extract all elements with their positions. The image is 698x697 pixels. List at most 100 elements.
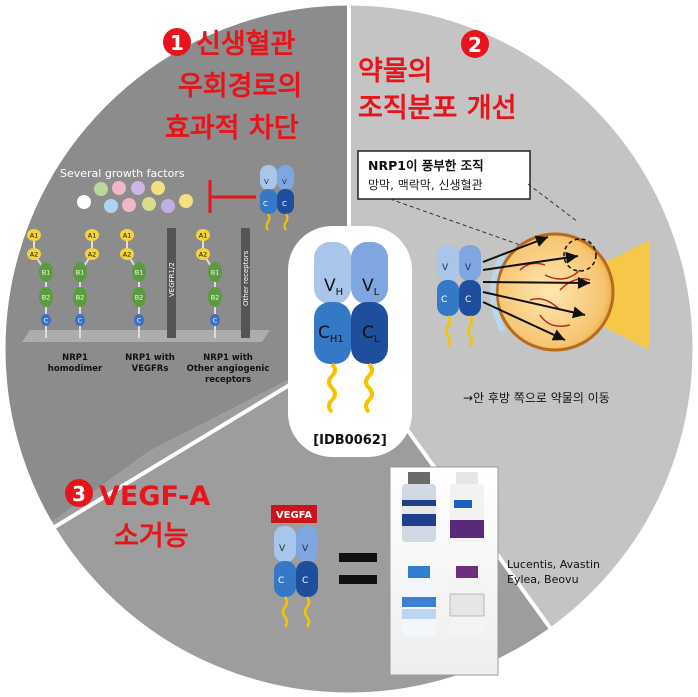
receptor-domain-label: C xyxy=(44,317,49,325)
growth-factor-dot xyxy=(122,198,136,212)
label-vh: V xyxy=(264,178,269,186)
section-1-line-3: 효과적 차단 xyxy=(165,113,299,144)
receptor-domain-label: A2 xyxy=(123,251,132,259)
label-cl: C xyxy=(465,295,471,305)
antibody-section-2: V V C C xyxy=(437,245,481,347)
growth-factor-dot xyxy=(142,197,156,211)
number-1: 1 xyxy=(170,31,184,55)
caption-homodimer-1: NRP1 xyxy=(62,353,88,363)
receptor-domain-b2 xyxy=(39,287,53,307)
label-ch: C xyxy=(441,295,447,305)
antibody-vegfa: VEGFA V V C C xyxy=(271,505,318,628)
number-2: 2 xyxy=(468,33,482,57)
growth-factor-dot xyxy=(112,181,126,195)
section-2-line-2: 조직분포 개선 xyxy=(358,93,516,124)
label-vl: V xyxy=(465,263,472,273)
label-vh-large: VH xyxy=(324,276,343,298)
label-ch-large: CH1 xyxy=(318,323,344,345)
section-2-heading: 약물의 2 조직분포 개선 xyxy=(358,30,516,124)
receptor-domain-label: C xyxy=(137,317,142,325)
receptor-domain-c xyxy=(134,314,144,326)
receptor-domain-label: A1 xyxy=(30,232,39,240)
receptor-domain-b1 xyxy=(132,262,146,282)
drug-names-line-2: Eylea, Beovu xyxy=(507,573,579,586)
caption-other-2: Other angiogenic xyxy=(187,364,270,374)
section-3-heading: 3 VEGF-A 소거능 xyxy=(65,479,210,552)
dashed-pointers xyxy=(389,183,579,253)
receptor-domain-a2 xyxy=(27,248,41,260)
receptor-domain-a1 xyxy=(120,229,134,241)
drug-vial-icon xyxy=(402,472,436,542)
receptor-domain-label: A1 xyxy=(88,232,97,240)
section-3-line-1: VEGF-A xyxy=(99,481,210,512)
receptor-domain-a1 xyxy=(85,229,99,241)
inhibition-symbol xyxy=(208,180,256,213)
number-badge-3 xyxy=(65,479,93,507)
growth-factor-dot xyxy=(131,181,145,195)
caption-vegfr-1: NRP1 with xyxy=(125,353,175,363)
label-cl: C xyxy=(302,576,308,586)
drug-vial-icon xyxy=(402,566,436,636)
receptor-domain-c xyxy=(210,314,220,326)
receptor-domain-label: B2 xyxy=(76,294,85,302)
label-vl: V xyxy=(302,544,309,554)
receptor-domain-label: B1 xyxy=(76,269,85,277)
receptor-domain-label: B1 xyxy=(42,269,51,277)
receptor-domain-a2 xyxy=(85,248,99,260)
vegfa-label: VEGFA xyxy=(276,510,312,521)
receptor-domain-b2 xyxy=(73,287,87,307)
vegfr-bar xyxy=(167,228,176,338)
other-receptor-bar xyxy=(241,228,250,338)
receptor-domain-label: B2 xyxy=(211,294,220,302)
label-vh: V xyxy=(279,544,286,554)
label-vh: V xyxy=(442,263,449,273)
migration-caption: →안 후방 쪽으로 약물의 이동 xyxy=(463,390,610,405)
other-receptors-label: Other receptors xyxy=(242,250,250,306)
receptor-domain-label: A2 xyxy=(30,251,39,259)
drug-names-line-1: Lucentis, Avastin xyxy=(507,558,600,571)
section-1-heading: 1 신생혈관 우회경로의 효과적 차단 xyxy=(163,28,302,144)
drug-names: Lucentis, Avastin Eylea, Beovu xyxy=(507,558,600,586)
growth-factor-dot xyxy=(151,181,165,195)
growth-factors: Several growth factors xyxy=(60,167,193,213)
section-1-line-1: 신생혈관 xyxy=(196,29,296,60)
tissue-box: NRP1이 풍부한 조직 망막, 맥락막, 신생혈관 xyxy=(357,150,531,200)
caption-other-3: receptors xyxy=(205,375,251,385)
receptor-domain-a1 xyxy=(27,229,41,241)
receptor-domain-a1 xyxy=(196,229,210,241)
migration-arrows xyxy=(482,235,591,341)
equals-sign xyxy=(339,553,377,584)
receptor-domain-label: A1 xyxy=(123,232,132,240)
receptor-domain-label: B1 xyxy=(135,269,144,277)
growth-factor-dot xyxy=(179,194,193,208)
number-badge-2 xyxy=(461,30,489,58)
label-ch: C xyxy=(263,200,268,208)
growth-factor-dot xyxy=(77,195,91,209)
caption-other-1: NRP1 with xyxy=(203,353,253,363)
receptor-domain-label: C xyxy=(213,317,218,325)
receptor-domain-a2 xyxy=(196,248,210,260)
growth-factor-dot xyxy=(104,199,118,213)
receptor-domain-label: B2 xyxy=(42,294,51,302)
caption-vegfr-2: VEGFRs xyxy=(132,364,169,374)
number-badge-1 xyxy=(163,28,191,56)
tissue-box-title: NRP1이 풍부한 조직 xyxy=(368,158,484,173)
receptor-domain-b1 xyxy=(73,262,87,282)
receptor-domain-label: A2 xyxy=(88,251,97,259)
cell-membrane xyxy=(22,330,270,342)
section-2-line-1: 약물의 xyxy=(358,56,433,87)
receptor-domain-label: B2 xyxy=(135,294,144,302)
receptor-domain-c xyxy=(41,314,51,326)
caption-homodimer-2: homodimer xyxy=(48,364,103,374)
drug-vial-icon xyxy=(450,472,484,542)
label-vl-large: VL xyxy=(362,276,380,298)
label-vl: V xyxy=(282,178,287,186)
growth-factors-label: Several growth factors xyxy=(60,167,185,180)
receptor-domain-label: A1 xyxy=(199,232,208,240)
receptor-domain-b2 xyxy=(208,287,222,307)
label-ch: C xyxy=(278,576,284,586)
receptor-domain-label: B1 xyxy=(211,269,220,277)
